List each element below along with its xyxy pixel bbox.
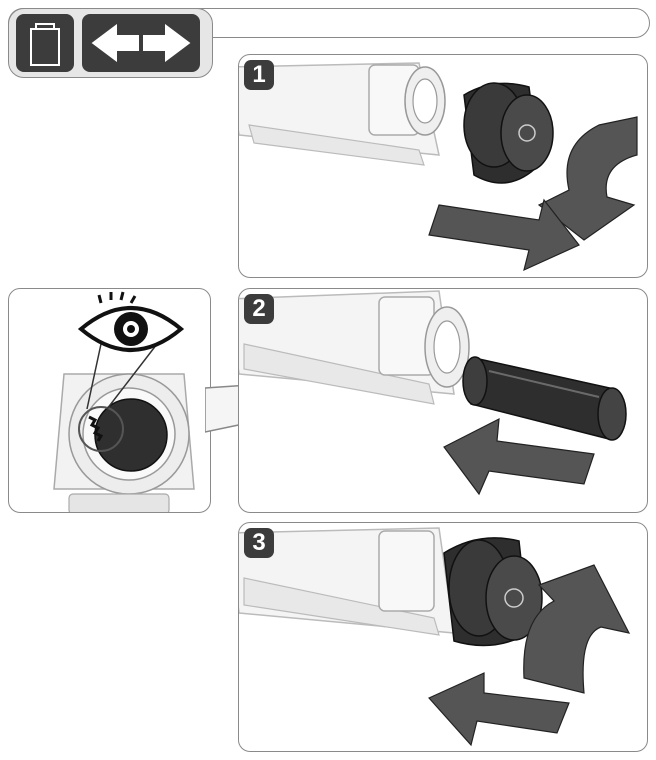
eye-icon	[77, 291, 185, 352]
step-1-panel: 1	[238, 54, 648, 278]
step-1-illustration	[239, 62, 638, 272]
battery-icon-tile	[16, 14, 74, 72]
step-2-illustration	[239, 290, 627, 496]
battery-icon	[30, 23, 60, 66]
inset-panel	[8, 288, 211, 513]
step-1-number: 1	[244, 60, 274, 90]
right-arrow-icon	[428, 198, 580, 272]
step-3-number: 3	[244, 528, 274, 558]
left-arrow-icon	[443, 417, 595, 496]
step-2-number: 2	[244, 294, 274, 324]
end-cap	[463, 82, 554, 184]
rotate-arrow-icon	[523, 564, 631, 694]
step-2-panel: 2	[238, 288, 648, 513]
step-3-panel: 3	[238, 522, 648, 752]
end-cap	[443, 537, 543, 647]
step-3-illustration	[239, 527, 631, 747]
left-right-arrows-icon	[88, 20, 194, 66]
rotate-arrow-icon	[537, 116, 638, 241]
left-arrow-icon	[428, 672, 570, 747]
battery-contact	[94, 398, 168, 472]
magnifier-circle	[78, 406, 124, 452]
arrows-icon-tile	[82, 14, 200, 72]
battery	[462, 356, 627, 441]
inset-illustration	[53, 291, 195, 512]
